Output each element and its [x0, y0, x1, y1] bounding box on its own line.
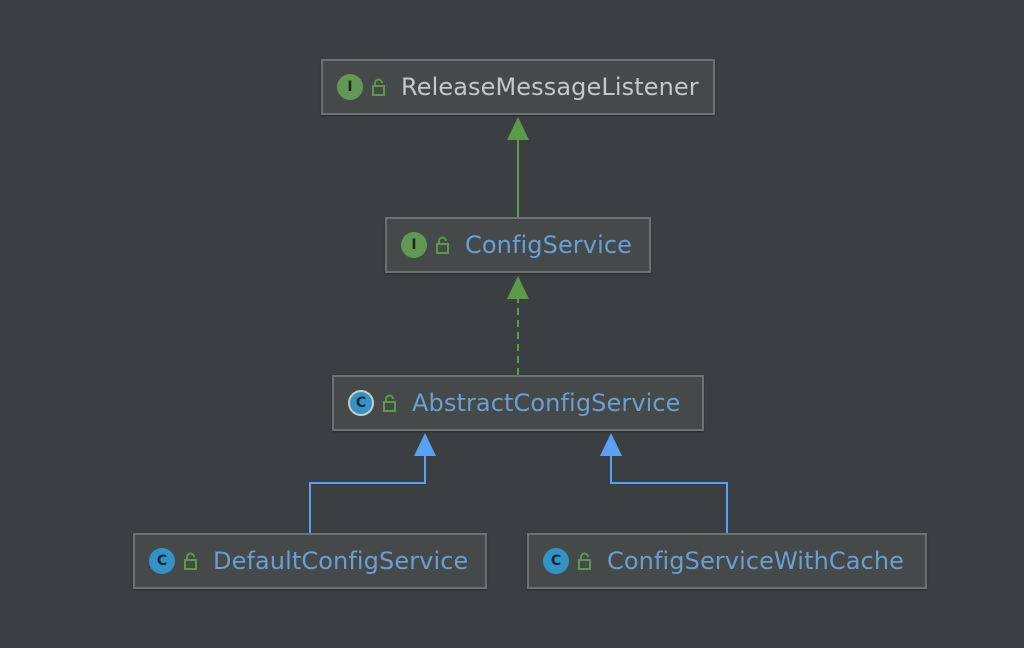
- node-abstractconfigservice[interactable]: C AbstractConfigService: [332, 375, 704, 431]
- public-lock-icon: [383, 394, 396, 412]
- node-label: ConfigServiceWithCache: [607, 547, 905, 575]
- public-lock-icon: [436, 236, 449, 254]
- public-lock-icon: [184, 552, 197, 570]
- node-label: ConfigService: [465, 231, 633, 259]
- abstract-class-icon: C: [348, 390, 374, 416]
- edge-defaultconfigservice-to-abstractconfigservice: [309, 455, 426, 533]
- node-configservice[interactable]: I ConfigService: [385, 217, 651, 273]
- node-defaultconfigservice[interactable]: C DefaultConfigService: [133, 533, 487, 589]
- edge-configservicewithcache-to-abstractconfigservice: [610, 455, 728, 533]
- interface-icon: I: [337, 74, 363, 100]
- edge-arrowhead-abstract-right: [600, 433, 622, 456]
- public-lock-icon: [372, 78, 385, 96]
- node-releasemessagelistener[interactable]: I ReleaseMessageListener: [321, 59, 715, 115]
- class-icon: C: [543, 548, 569, 574]
- edge-arrowhead-abstract-left: [414, 433, 436, 456]
- edge-arrowhead-releasemessagelistener: [507, 117, 529, 140]
- public-lock-icon: [578, 552, 591, 570]
- interface-icon: I: [401, 232, 427, 258]
- node-label: DefaultConfigService: [213, 547, 469, 575]
- node-label: ReleaseMessageListener: [401, 73, 699, 101]
- node-label: AbstractConfigService: [412, 389, 681, 417]
- node-configservicewithcache[interactable]: C ConfigServiceWithCache: [527, 533, 927, 589]
- class-icon: C: [149, 548, 175, 574]
- edge-arrowhead-configservice: [507, 276, 529, 299]
